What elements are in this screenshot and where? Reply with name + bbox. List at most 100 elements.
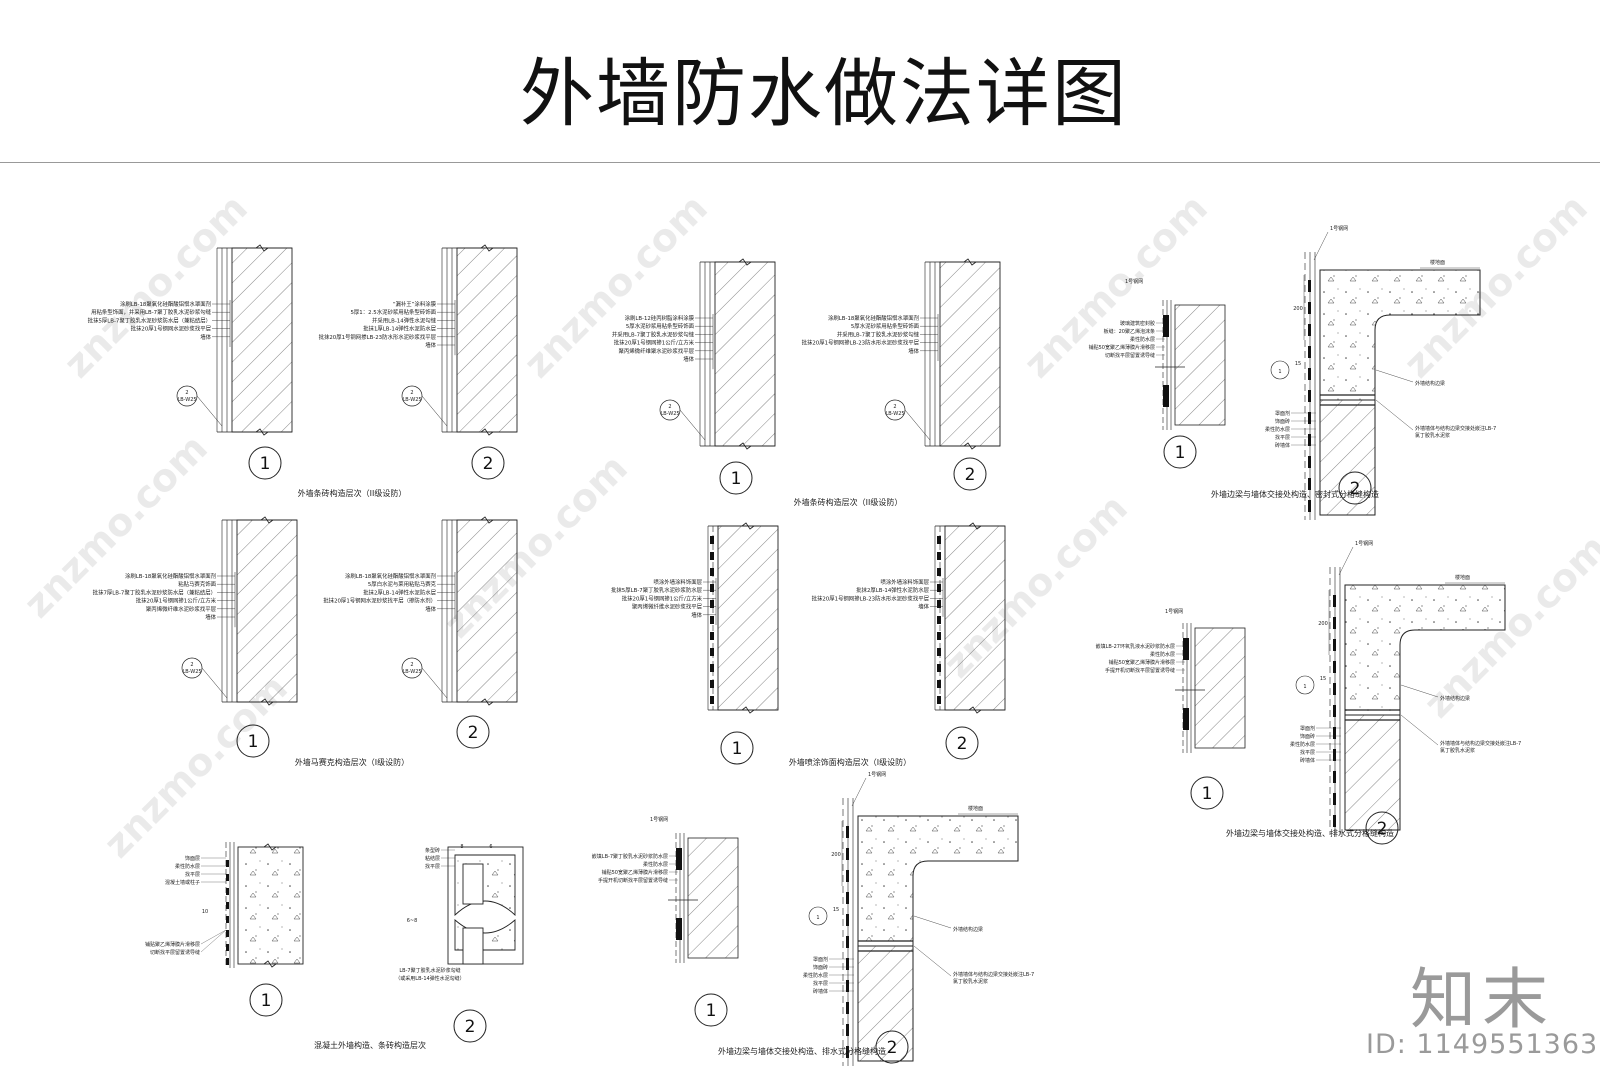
c1-seam-tile: [1163, 315, 1169, 337]
f2-tile-mark: [1333, 793, 1336, 805]
c1-seam-tile: [1163, 385, 1169, 407]
b1-wall-body: [714, 261, 776, 447]
b2-detail-tag: 2LB-W25: [884, 399, 931, 441]
g1-tile-mark: [226, 860, 229, 867]
h2-layer-label-0: 罩面剂: [813, 956, 828, 963]
b1-callout-1: 5厚水泥砂浆用粘条型砖饰面: [626, 322, 695, 330]
e2-callout-0: 喷涂外墙涂料饰面层: [880, 578, 929, 586]
break-mark: [741, 522, 755, 530]
a2-wall-section: “漏补王”涂料涂膜5厚1：2.5水泥砂浆用粘条型砖饰面并采用LB-14弹性水泥勾…: [319, 244, 518, 436]
d-number-2: 2: [468, 723, 479, 743]
a1-tag-ref: LB-W25: [177, 397, 196, 403]
e2-tile-mark: [937, 536, 941, 544]
e2-wall-section: 喷涂外墙涂料饰面层批抹2厚LB-14弹性水泥防水层批抹20厚1号钢网掺LB-23…: [812, 522, 1006, 714]
c-number-1: 1: [1175, 443, 1186, 463]
panel-g: 饰面层柔性防水层找平层混凝土墙或柱子铺贴聚乙烯薄膜片滑移层切断找平层留置诱导缝1…: [145, 842, 524, 1050]
c2-layer-label-4: 砖墙体: [1275, 442, 1290, 449]
a2-callout-0: “漏补王”涂料涂膜: [393, 300, 437, 308]
a1-callout-2: 批抹5厚LB-7聚丁胶乳水泥砂浆防水层（兼粘结层）: [88, 316, 211, 324]
c2-tile-mark: [1308, 434, 1311, 446]
c2-tile-mark: [1308, 368, 1311, 380]
f-number-1: 1: [1202, 784, 1213, 804]
h1-seam-wall: [687, 837, 739, 959]
a2-detail-tag: 2LB-W25: [401, 385, 448, 427]
d2-tag-num: 2: [410, 662, 413, 668]
g2-dim-a: 8: [460, 844, 463, 850]
g1-label-2: 找平层: [185, 871, 200, 878]
a1-tag-leader: [196, 395, 223, 427]
panel-a: 涂刷LB-18聚氧化硅酯酸铝憎水罩面剂用粘条型饰面，并采用LB-7聚丁胶乳水泥砂…: [88, 244, 518, 498]
break-mark: [963, 258, 977, 266]
c-caption: 外墙边梁与墙体交接处构造、密封式分格缝构造: [1211, 489, 1379, 499]
h2-junction-note-1: 外墙墙体与结构边梁交接处嵌注LB-7: [953, 971, 1034, 978]
c2-floor-label: 楼地面: [1430, 259, 1445, 266]
h2-tile-mark: [846, 826, 849, 838]
g2-joint-note-1: LB-7聚丁胶乳水泥砂浆勾缝: [399, 967, 460, 974]
c2-ref-circle: [1270, 360, 1290, 380]
d2-wall-section: 涂刷LB-18聚氧化硅酯酸铝憎水罩面剂5厚白水泥与莱用粘贴马赛克批抹2厚LB-1…: [323, 516, 518, 706]
break-mark: [255, 244, 269, 252]
line: [1400, 684, 1439, 698]
f-number-2-circle: [1365, 811, 1399, 845]
break-mark: [738, 442, 752, 450]
c2-layer-label-0: 罩面剂: [1275, 410, 1290, 417]
d2-detail-tag: 2LB-W25: [401, 657, 448, 699]
c2-tile-mark: [1308, 412, 1311, 424]
f1-seam-tile: [1183, 708, 1189, 730]
e2-tile-mark: [937, 568, 941, 576]
b-caption: 外墙条砖构造层次（II级设防）: [794, 497, 903, 507]
f1-seam-label-1: 柔性防水层: [1150, 651, 1175, 658]
h2-dim-200: 200: [831, 852, 841, 858]
b1-callout-3: 批抹20厚1号钢网掺1公斤/立方米: [614, 339, 695, 347]
h1-seam-tile: [676, 848, 682, 870]
g1-concrete-wall: [237, 846, 304, 965]
e1-tile-mark: [710, 696, 714, 704]
c2-tile-mark: [1308, 390, 1311, 402]
g2-frame: [447, 846, 524, 965]
f2-ref-circle: [1295, 675, 1315, 695]
f2-brick-wall: [1344, 714, 1401, 831]
c2-junction-note-1: 外墙墙体与结构边梁交接处嵌注LB-7: [1415, 425, 1496, 432]
b1-callout-2: 并采用LB-7聚丁胶乳水泥砂浆勾缝: [612, 330, 695, 338]
d2-callout-3: 批抹20厚1号钢网水泥砂浆找平层（掺防水剂）: [323, 597, 436, 605]
panel-d: 涂刷LB-18聚氧化硅酯酸铝憎水罩面剂粘贴马赛克饰面批抹7厚LB-7聚丁胶乳水泥…: [93, 516, 518, 767]
h2-layer-label-2: 柔性防水层: [803, 972, 828, 979]
d1-tag-leader: [201, 667, 228, 699]
d-number-1-circle: [236, 724, 270, 758]
c2-mesh-label: 1号钢网: [1330, 225, 1348, 232]
g2-joint-note-2: （或采用LB-14弹性水泥勾缝）: [395, 975, 464, 982]
h1-seam-label-1: 柔性防水层: [643, 861, 668, 868]
e2-tile-mark: [937, 632, 941, 640]
line: [1338, 546, 1354, 576]
b2-wall-section: 涂刷LB-18聚氧化硅酯酸铝憎水罩面剂5厚水泥砂浆用粘条型砖饰面并采用LB-7聚…: [802, 258, 1001, 450]
e2-tile-mark: [937, 664, 941, 672]
h1-seam-tile: [676, 918, 682, 940]
g1-tile-mark: [226, 902, 229, 909]
break-mark: [260, 698, 274, 706]
break-mark: [263, 843, 277, 851]
g2-label-1: 粘结层: [425, 855, 440, 862]
f2-tile-mark: [1333, 749, 1336, 761]
e1-tile-mark: [710, 632, 714, 640]
e1-tile-mark: [710, 664, 714, 672]
g1-tile-mark: [226, 888, 229, 895]
a-number-1-circle: [248, 446, 282, 480]
b1-callout-5: 墙体: [683, 355, 694, 363]
e1-wall-body: [717, 525, 779, 711]
f2-tile-mark: [1333, 683, 1336, 695]
break-mark: [968, 522, 982, 530]
g2-brick-cut-1: [462, 863, 484, 905]
c-number-2-circle: [1338, 471, 1372, 505]
d1-callout-4: 聚丙烯微纤维水泥砂浆找平层: [146, 605, 217, 613]
h1-seam-label-2: 铺贴50宽聚乙烯薄膜片滑移层: [602, 869, 668, 876]
h-caption: 外墙边梁与墙体交接处构造、排水式分格缝构造: [718, 1046, 886, 1056]
d1-detail-tag: 2LB-W25: [181, 657, 228, 699]
panel-f: 嵌填LB-27环氧乳液水泥砂浆防水层柔性防水层铺贴50宽聚乙烯薄膜片滑移层手提开…: [1096, 540, 1521, 845]
c2-tile-mark: [1308, 456, 1311, 468]
f2-beam-concrete: [1344, 584, 1506, 716]
a2-wall-body: [456, 247, 518, 433]
f-number-2: 2: [1377, 819, 1388, 839]
f2-tile-mark: [1333, 639, 1336, 651]
b2-callout-4: 墙体: [908, 347, 919, 355]
